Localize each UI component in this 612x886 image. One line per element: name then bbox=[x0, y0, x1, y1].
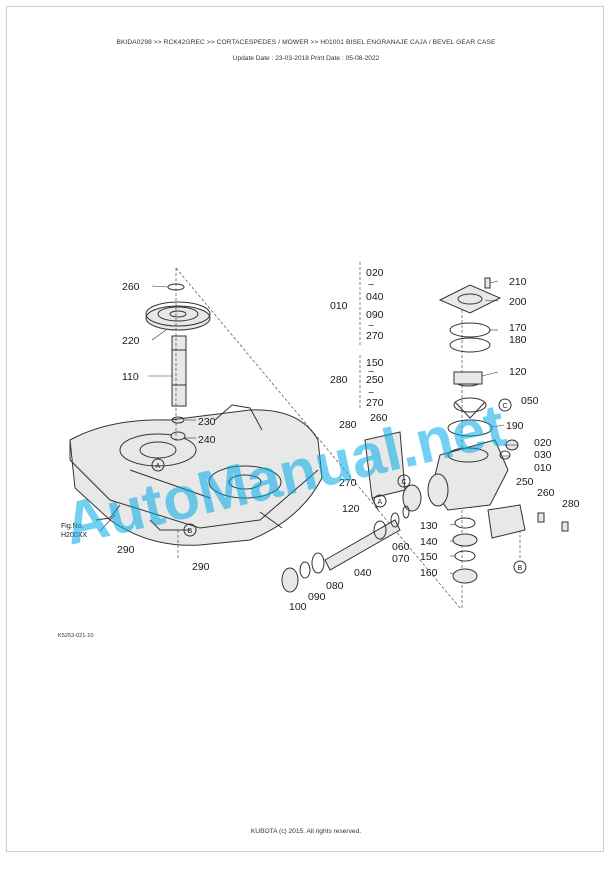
callout: 260 bbox=[537, 487, 555, 499]
ref-letter: C bbox=[402, 479, 407, 486]
callout: 030 bbox=[534, 449, 552, 461]
bevel-gear-case bbox=[281, 277, 569, 593]
callout: 040 bbox=[366, 291, 384, 303]
callout: 280 bbox=[562, 498, 580, 510]
callout: 010 bbox=[330, 300, 348, 312]
callout: 270 bbox=[339, 477, 357, 489]
callout: 160 bbox=[420, 567, 438, 579]
fig-reference: Fig.No. H200XX bbox=[61, 523, 87, 539]
range-tilde: ~ bbox=[368, 387, 374, 399]
mower-deck bbox=[69, 404, 323, 546]
callout-labels: 260 220 110 230 240 290 290 010 020 040 … bbox=[117, 267, 580, 613]
callout: 220 bbox=[122, 335, 140, 347]
figure-code: K5253-021-10 bbox=[58, 633, 94, 639]
callout: 070 bbox=[392, 553, 410, 565]
callout: 280 bbox=[330, 374, 348, 386]
callout: 040 bbox=[354, 567, 372, 579]
breadcrumb: BKIDA0298 >> RCK42GREC >> CORTACESPEDES … bbox=[116, 39, 496, 46]
fig-no-value: H200XX bbox=[61, 532, 87, 539]
range-tilde: ~ bbox=[368, 279, 374, 291]
callout: 060 bbox=[392, 541, 410, 553]
pulley-spindle bbox=[145, 283, 211, 441]
callout: 140 bbox=[420, 536, 438, 548]
dates-line: Update Date : 23-03-2018 Print Date : 05… bbox=[232, 55, 380, 62]
ref-letter: B bbox=[188, 528, 193, 535]
callout: 130 bbox=[420, 520, 438, 532]
callout: 170 bbox=[509, 322, 527, 334]
callout: 120 bbox=[342, 503, 360, 515]
range-tilde: ~ bbox=[368, 320, 374, 332]
callout: 010 bbox=[534, 462, 552, 474]
ref-letter: B bbox=[518, 565, 523, 572]
callout: 180 bbox=[509, 334, 527, 346]
callout: 230 bbox=[198, 416, 216, 428]
callout: 270 bbox=[366, 397, 384, 409]
callout: 020 bbox=[534, 437, 552, 449]
callout: 100 bbox=[289, 601, 307, 613]
callout: 290 bbox=[117, 544, 135, 556]
footer-copyright: KUBOTA (c) 2015. All rights reserved. bbox=[250, 828, 362, 835]
callout: 270 bbox=[366, 330, 384, 342]
callout: 090 bbox=[308, 591, 326, 603]
callout: 280 bbox=[339, 419, 357, 431]
callout: 080 bbox=[326, 580, 344, 592]
callout: 050 bbox=[521, 395, 539, 407]
callout: 210 bbox=[509, 276, 527, 288]
callout: 250 bbox=[366, 374, 384, 386]
ref-letter: C bbox=[503, 403, 508, 410]
callout: 260 bbox=[122, 281, 140, 293]
callout: 240 bbox=[198, 434, 216, 446]
fig-no-label: Fig.No. bbox=[61, 523, 84, 530]
range-tilde: ~ bbox=[368, 366, 374, 378]
ref-letter: A bbox=[156, 463, 161, 470]
callout: 190 bbox=[506, 420, 524, 432]
leader-lines bbox=[99, 280, 518, 575]
callout: 150 bbox=[366, 357, 384, 369]
ref-letter: A bbox=[378, 499, 383, 506]
callout: 090 bbox=[366, 309, 384, 321]
callout: 110 bbox=[122, 371, 139, 383]
callout: 260 bbox=[370, 412, 388, 424]
callout: 200 bbox=[509, 296, 527, 308]
callout: 120 bbox=[509, 366, 527, 378]
callout: 290 bbox=[192, 561, 210, 573]
callout: 020 bbox=[366, 267, 384, 279]
callout: 150 bbox=[420, 551, 438, 563]
reference-markers: A B A C C B bbox=[151, 398, 527, 574]
callout: 250 bbox=[516, 476, 534, 488]
page-frame bbox=[6, 6, 604, 852]
